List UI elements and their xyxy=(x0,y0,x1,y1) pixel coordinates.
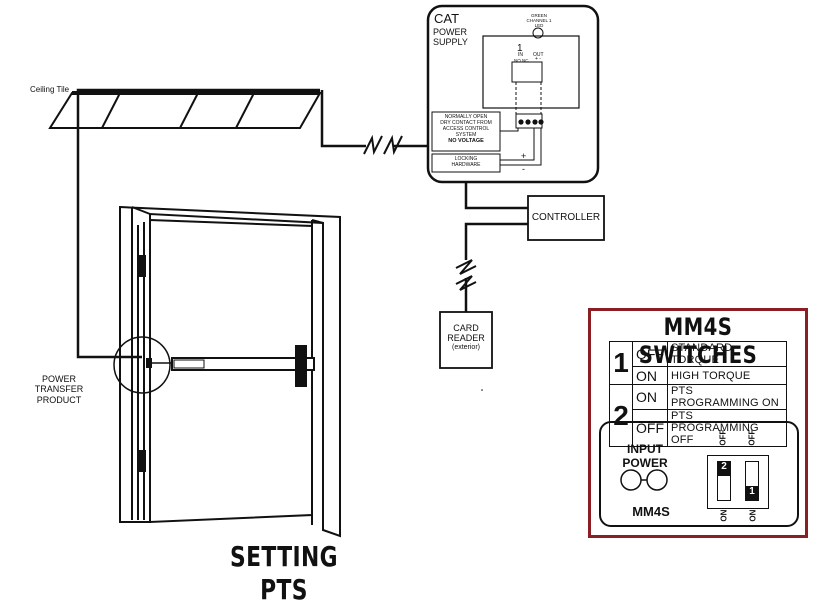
power-transfer-label-line1: POWER xyxy=(41,374,76,384)
card-reader-line2: READER xyxy=(447,333,485,344)
dry-contact-line2: DRY CONTACT FROM xyxy=(440,120,492,126)
power-transfer-label-line2: TRANSFER xyxy=(34,384,84,395)
hinges xyxy=(138,255,146,472)
psu-internal-wires xyxy=(500,128,542,166)
relay-contacts-label: NO NC xyxy=(514,58,529,63)
locking-hardware-line1: LOCKING xyxy=(454,156,478,162)
led-label-line1: GREEN xyxy=(530,13,547,18)
switch-position: ON xyxy=(632,384,668,410)
dip-switch-2-number: 2 xyxy=(721,461,727,472)
dry-contact-line5: NO VOLTAGE xyxy=(448,138,484,144)
break-symbol-1 xyxy=(363,134,403,156)
locking-hardware-label: LOCKING HARDWARE xyxy=(432,156,500,168)
mm4s-device-name: MM4S xyxy=(632,504,670,519)
dry-contact-line1: NORMALLY OPEN xyxy=(444,114,488,120)
relay-box xyxy=(511,61,543,83)
switch-description: STANDARD TORQUE xyxy=(667,341,787,367)
mm4s-module: INPUT POWER MM4S 2 1 OFF OFF ON ON xyxy=(599,421,799,527)
table-row: 1 OFF STANDARD TORQUE xyxy=(609,341,787,385)
off-label-2: OFF xyxy=(718,429,728,446)
power-transfer-label: POWER TRANSFER PRODUCT xyxy=(24,374,94,405)
dry-contact-line4: SYSTEM xyxy=(455,132,477,138)
input-power-line1: INPUT xyxy=(627,442,663,456)
switch-description: HIGH TORQUE xyxy=(667,366,787,385)
power-supply-label: POWER SUPPLY xyxy=(433,27,468,48)
ceiling-tile xyxy=(48,91,322,129)
switch-description: PTS PROGRAMMING OFF xyxy=(667,409,787,447)
relay-in-label: IN xyxy=(518,52,523,58)
power-transfer-highlight xyxy=(113,336,172,394)
footer-title: SETTING PTS xyxy=(229,540,339,606)
locking-hardware-box xyxy=(431,153,501,173)
table-row: OFF PTS PROGRAMMING OFF xyxy=(610,409,787,447)
terminal-block xyxy=(515,113,544,129)
dip-switch-block xyxy=(707,455,769,509)
dry-contact-label: NORMALLY OPEN DRY CONTACT FROM ACCESS CO… xyxy=(432,114,500,145)
table-row: 2 ON PTS PROGRAMMING ON xyxy=(609,384,787,447)
relay-polarity-label: + - xyxy=(535,56,541,62)
input-power-connector-icon xyxy=(620,469,668,491)
card-reader-line1: CARD xyxy=(453,323,479,333)
dip-switch-2[interactable] xyxy=(717,461,731,501)
led-label: GREEN CHANNEL 1 LED xyxy=(521,13,557,29)
controller-box xyxy=(527,195,605,241)
on-label-2: ON xyxy=(719,509,729,522)
card-reader-line3: (exterior) xyxy=(451,343,480,351)
on-label-1: ON xyxy=(748,509,758,522)
led-label-line3: LED xyxy=(534,23,544,29)
wire-controller-to-reader xyxy=(464,222,528,260)
dry-contact-line3: ACCESS CONTROL xyxy=(442,126,490,132)
ceiling-tile-label: Ceiling Tile xyxy=(30,85,70,94)
power-supply-board xyxy=(482,35,580,109)
table-row: ON HIGH TORQUE xyxy=(610,366,787,385)
input-power-line2: POWER xyxy=(622,455,668,470)
plus-label: + xyxy=(521,151,527,161)
power-supply-box xyxy=(426,4,600,184)
card-reader-box xyxy=(439,311,493,369)
relay-out-label: OUT xyxy=(533,52,544,58)
dip-switch-2-handle xyxy=(718,462,730,476)
switch-number: 1 xyxy=(609,341,633,385)
power-supply-label-line1: POWER xyxy=(433,27,468,37)
wire-ceiling-to-transfer xyxy=(76,88,320,359)
led-icon xyxy=(532,27,544,39)
switch-position: OFF xyxy=(632,341,668,367)
minus-label: - xyxy=(522,164,525,174)
wire-to-power-supply xyxy=(320,90,366,148)
relay-wires xyxy=(515,82,542,114)
input-power-label: INPUT POWER xyxy=(615,442,675,471)
exit-device xyxy=(171,345,315,387)
power-supply-label-line2: SUPPLY xyxy=(433,37,468,48)
switch-position: ON xyxy=(632,366,668,385)
relay-number: 1 xyxy=(517,43,523,54)
dip-switch-1[interactable] xyxy=(745,461,759,501)
off-label-1: OFF xyxy=(747,429,757,446)
controller-label: CONTROLLER xyxy=(531,212,601,223)
wire-psu-to-controller xyxy=(464,182,528,210)
mm4s-switches-panel: MM4S SWITCHES 1 OFF STANDARD TORQUE ON H… xyxy=(588,308,808,538)
led-label-line2: CHANNEL 1 xyxy=(526,18,552,24)
cat-label: CAT xyxy=(434,11,460,26)
dip-switch-1-handle xyxy=(746,486,758,500)
switch-description: PTS PROGRAMMING ON xyxy=(667,384,787,410)
dip-switch-1-number: 1 xyxy=(749,486,755,497)
card-reader-label: CARD READER (exterior) xyxy=(440,323,492,352)
switch-table: 1 OFF STANDARD TORQUE ON HIGH TORQUE 2 O… xyxy=(609,341,787,447)
switch-position: OFF xyxy=(632,409,668,447)
wiring-diagram xyxy=(48,4,605,538)
locking-hardware-line2: HARDWARE xyxy=(451,162,481,168)
power-transfer-label-line3: PRODUCT xyxy=(36,394,82,405)
break-symbol-2 xyxy=(455,259,477,291)
